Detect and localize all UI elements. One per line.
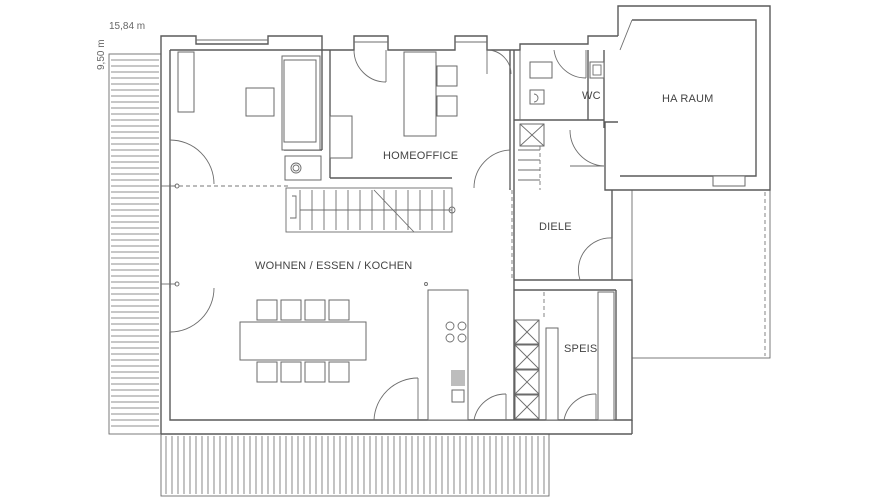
hatch-line [514,369,540,395]
kitchen-island [427,289,469,421]
carport-area [631,189,771,359]
room-label-diele: DIELE [539,221,572,233]
hatch-line [514,319,540,345]
wc-fixtures [529,61,605,105]
dimension-width: 15,84 m [109,21,145,32]
dining-set [239,299,367,383]
staircase [285,187,456,233]
hatch-line [514,344,540,370]
dimension-depth: 9,50 m [96,39,107,70]
room-label-ha-raum: HA RAUM [662,93,714,105]
doors [169,49,613,421]
room-label-speis: SPEIS [564,343,597,355]
hatch-line [514,394,540,420]
room-label-living: WOHNEN / ESSEN / KOCHEN [255,260,412,272]
homeoffice-furniture [329,51,458,159]
exterior-walls [160,35,633,435]
room-label-wc: WC [582,90,601,102]
room-label-homeoffice: HOMEOFFICE [383,150,458,162]
dashed-markings [161,183,545,320]
ha-raum-walls [604,5,771,191]
living-furniture [177,51,322,181]
left-terrace [108,53,162,435]
bottom-terrace [160,433,550,497]
pantry-shelves [514,291,615,421]
hall-cabinet [518,123,545,190]
